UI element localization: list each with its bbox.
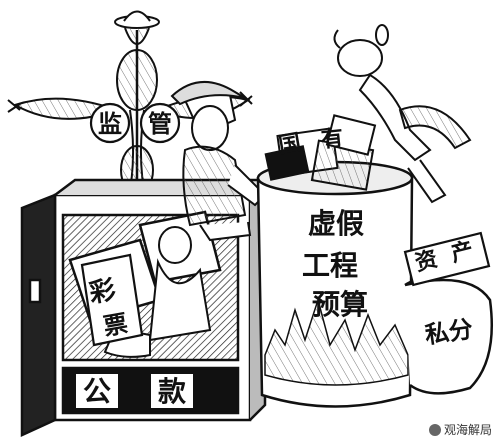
sack-label: 私分 <box>423 315 474 349</box>
tag-jian: 监 <box>98 110 122 138</box>
watermark: 观海解局 <box>428 421 492 438</box>
barrel-line-2: 工程 <box>302 249 358 282</box>
char-kuan: 款 <box>158 375 187 408</box>
barrel <box>256 160 414 408</box>
asset-sign <box>403 231 491 287</box>
cash-bundles <box>264 114 377 191</box>
char-piao: 票 <box>101 309 129 341</box>
reaching-man <box>333 24 472 204</box>
supervision-tags <box>89 102 181 144</box>
char-guo: 国 <box>277 130 303 158</box>
char-gong: 公 <box>83 375 111 408</box>
person-in-safe <box>103 226 212 358</box>
char-you: 有 <box>320 125 345 153</box>
watermark-text: 观海解局 <box>443 423 492 437</box>
lottery-ticket <box>80 253 144 347</box>
watermark-logo-icon <box>428 423 441 436</box>
barrel-line-1: 虚假 <box>308 207 364 240</box>
char-cai: 彩 <box>86 275 118 309</box>
public-funds-plates <box>74 372 195 410</box>
sitting-man <box>170 80 267 242</box>
barrel-line-3: 预算 <box>312 288 368 321</box>
tag-guan: 管 <box>148 110 172 138</box>
